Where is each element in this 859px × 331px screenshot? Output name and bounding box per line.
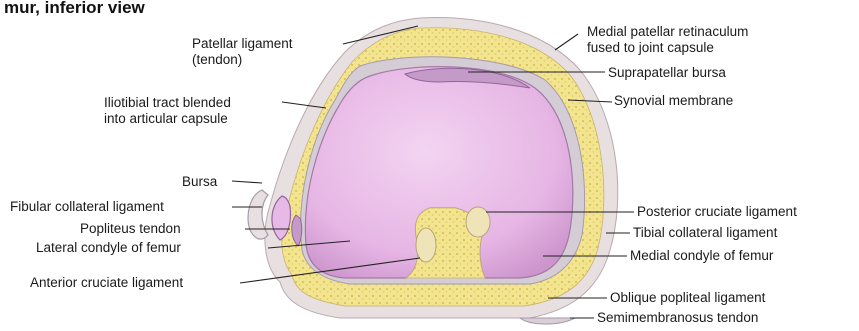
label-medial-retinaculum: Medial patellar retinaculum	[587, 24, 748, 39]
leader-medial-retinaculum	[555, 34, 578, 50]
bursa-shape	[248, 190, 268, 239]
figure-title: mur, inferior view	[4, 0, 146, 17]
label-posterior-cruciate: Posterior cruciate ligament	[637, 204, 797, 219]
label-lateral-condyle: Lateral condyle of femur	[36, 240, 181, 255]
label-bursa: Bursa	[182, 174, 218, 189]
label-synovial-membrane: Synovial membrane	[614, 93, 733, 108]
label-patellar-ligament: Patellar ligament	[192, 36, 293, 51]
label-semimembranosus: Semimembranosus tendon	[597, 310, 758, 325]
leader-bursa	[232, 181, 262, 183]
label-anterior-cruciate: Anterior cruciate ligament	[30, 275, 183, 290]
label-oblique-popliteal: Oblique popliteal ligament	[610, 290, 766, 305]
anterior-cruciate-shape	[416, 228, 436, 262]
semimembranosus-shape	[520, 318, 575, 324]
label-popliteus-tendon: Popliteus tendon	[80, 221, 181, 236]
label-suprapatellar-bursa: Suprapatellar bursa	[608, 65, 726, 80]
label-patellar-ligament-sub: (tendon)	[192, 52, 242, 67]
label-iliotibial-tract-sub: into articular capsule	[104, 111, 228, 126]
label-tibial-collateral: Tibial collateral ligament	[633, 225, 778, 240]
label-medial-retinaculum-sub: fused to joint capsule	[587, 40, 714, 55]
label-fibular-collateral: Fibular collateral ligament	[10, 199, 164, 214]
label-medial-condyle: Medial condyle of femur	[630, 248, 774, 263]
label-iliotibial-tract: Iliotibial tract blended	[104, 95, 231, 110]
